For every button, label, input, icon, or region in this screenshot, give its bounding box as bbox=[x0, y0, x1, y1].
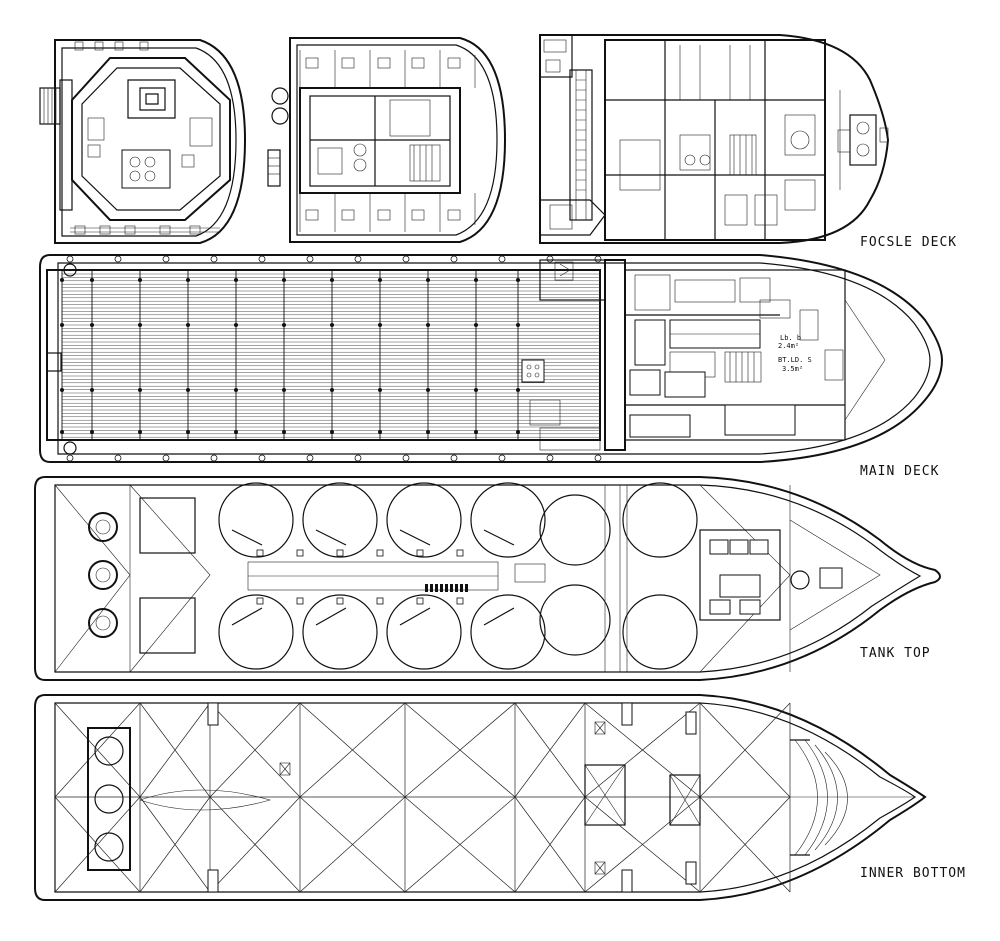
inner-bottom-label: INNER BOTTOM bbox=[860, 866, 966, 881]
focsle-deck-label: FOCSLE DECK bbox=[860, 235, 958, 250]
accommodation-deck-plan bbox=[267, 37, 507, 243]
tank-top-plan bbox=[34, 476, 941, 681]
tank-top-label: TANK TOP bbox=[860, 646, 931, 661]
main-deck-label: MAIN DECK bbox=[860, 464, 940, 479]
main-deck-plan: Lb. b 2.4m² BT.LD. S 3.5m² bbox=[39, 254, 944, 463]
focsle-deck-plan bbox=[539, 34, 890, 244]
inner-bottom-plan bbox=[34, 694, 927, 901]
wheelhouse-plan bbox=[39, 39, 247, 244]
bt-lds-area: 3.5m² bbox=[782, 365, 803, 373]
bt-lds-label: BT.LD. S bbox=[778, 356, 812, 364]
store-area: 2.4m² bbox=[778, 342, 799, 350]
store-label: Lb. b bbox=[780, 334, 801, 342]
cargo-deck-grating bbox=[62, 273, 600, 438]
